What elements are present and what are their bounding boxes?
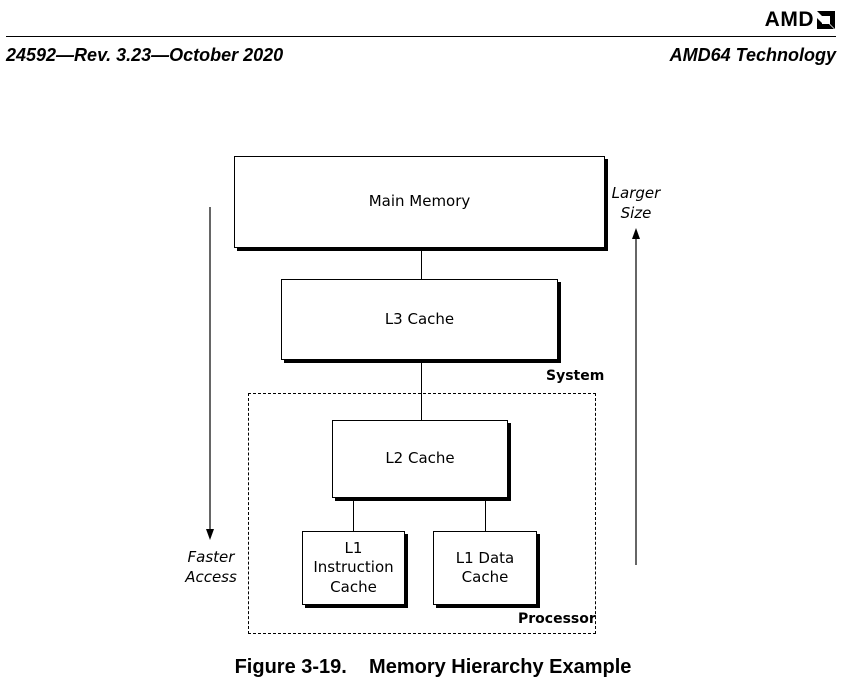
amd-logo-text: AMD bbox=[764, 8, 814, 31]
main-memory-box: Main Memory bbox=[234, 156, 605, 248]
main-memory-label: Main Memory bbox=[368, 192, 471, 211]
l3-cache-label: L3 Cache bbox=[384, 309, 455, 328]
l1-data-line2: Cache bbox=[461, 568, 509, 586]
l1-data-cache-label: L1 Data Cache bbox=[456, 549, 514, 588]
processor-label: Processor bbox=[518, 611, 596, 627]
l1-data-line1: L1 Data bbox=[455, 548, 515, 567]
faster-label-line2: Access bbox=[185, 567, 237, 586]
larger-size-arrow bbox=[632, 228, 640, 565]
connector-l2-l1d bbox=[485, 498, 486, 532]
l3-cache-box: L3 Cache bbox=[281, 279, 558, 360]
figure-caption: Figure 3-19. Memory Hierarchy Example bbox=[234, 656, 632, 678]
faster-label-line1: Faster bbox=[187, 548, 235, 566]
document-title: AMD64 Technology bbox=[669, 45, 836, 65]
faster-access-label: Faster Access bbox=[183, 548, 239, 587]
header-rule bbox=[6, 36, 836, 37]
connector-l2-l1i bbox=[353, 498, 354, 532]
system-label: System bbox=[546, 368, 605, 384]
l1-instruction-cache-box: L1 Instruction Cache bbox=[302, 531, 405, 605]
amd-logo: AMD bbox=[765, 8, 836, 32]
l1-instruction-cache-label: L1 Instruction Cache bbox=[303, 539, 404, 598]
processor-region bbox=[248, 393, 596, 634]
amd-arrow-logo-icon bbox=[817, 11, 835, 29]
larger-label-line1: Larger bbox=[611, 184, 661, 202]
faster-access-arrow bbox=[206, 207, 214, 540]
connector-l3-l2 bbox=[421, 360, 422, 421]
l1-instruction-line1: L1 Instruction bbox=[313, 538, 394, 577]
connector-main-l3 bbox=[421, 248, 422, 280]
larger-size-label: Larger Size bbox=[611, 184, 661, 223]
l1-data-cache-box: L1 Data Cache bbox=[433, 531, 537, 605]
larger-label-line2: Size bbox=[620, 203, 652, 222]
l2-cache-box: L2 Cache bbox=[332, 420, 508, 498]
document-id: 24592—Rev. 3.23—October 2020 bbox=[6, 45, 284, 65]
l2-cache-label: L2 Cache bbox=[385, 449, 455, 468]
l1-instruction-line2: Cache bbox=[330, 577, 377, 596]
